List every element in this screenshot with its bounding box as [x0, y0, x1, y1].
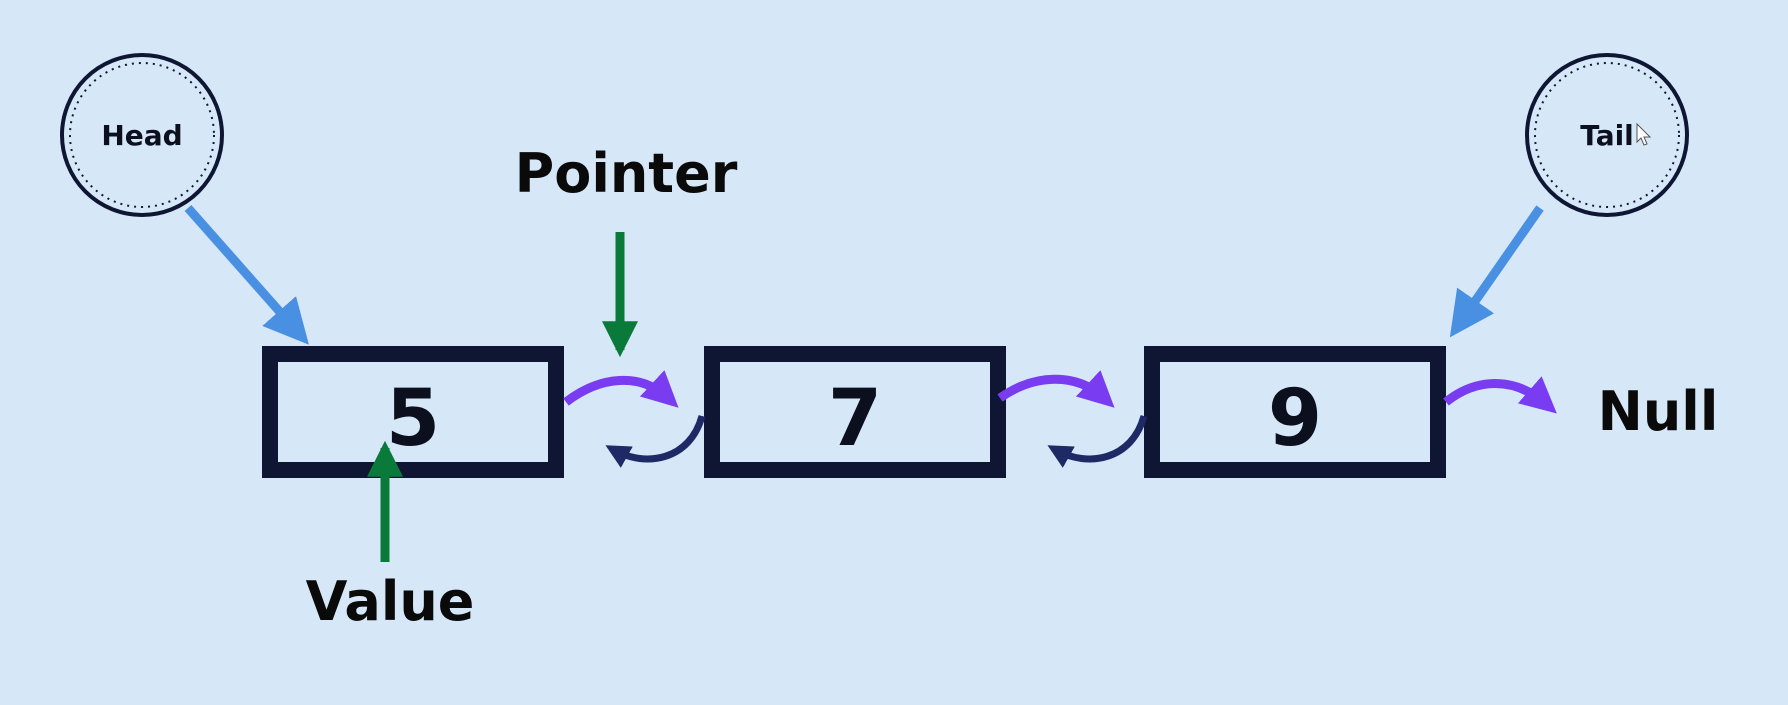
pointer-label: Pointer — [515, 142, 738, 205]
node-value-1: 5 — [386, 374, 440, 464]
prev-arrow-2-1 — [605, 414, 706, 468]
next-arrow-3-null — [1443, 376, 1557, 414]
tail-arrow — [1449, 205, 1544, 338]
head-label: Head — [101, 119, 182, 152]
value-label: Value — [306, 570, 475, 633]
tail-label: Tail — [1580, 119, 1634, 152]
head-circle: Head — [60, 53, 224, 217]
list-node-1: 5 — [262, 346, 564, 478]
head-arrow — [184, 205, 309, 345]
null-label: Null — [1598, 380, 1719, 443]
next-arrow-2-3 — [997, 370, 1115, 408]
next-arrow-1-2 — [563, 370, 679, 408]
list-node-2: 7 — [704, 346, 1006, 478]
prev-arrow-3-2 — [1047, 414, 1148, 468]
tail-circle: Tail — [1525, 53, 1689, 217]
node-value-2: 7 — [828, 374, 882, 464]
node-value-3: 9 — [1268, 374, 1322, 464]
list-node-3: 9 — [1144, 346, 1446, 478]
mouse-cursor-icon — [1636, 122, 1652, 146]
